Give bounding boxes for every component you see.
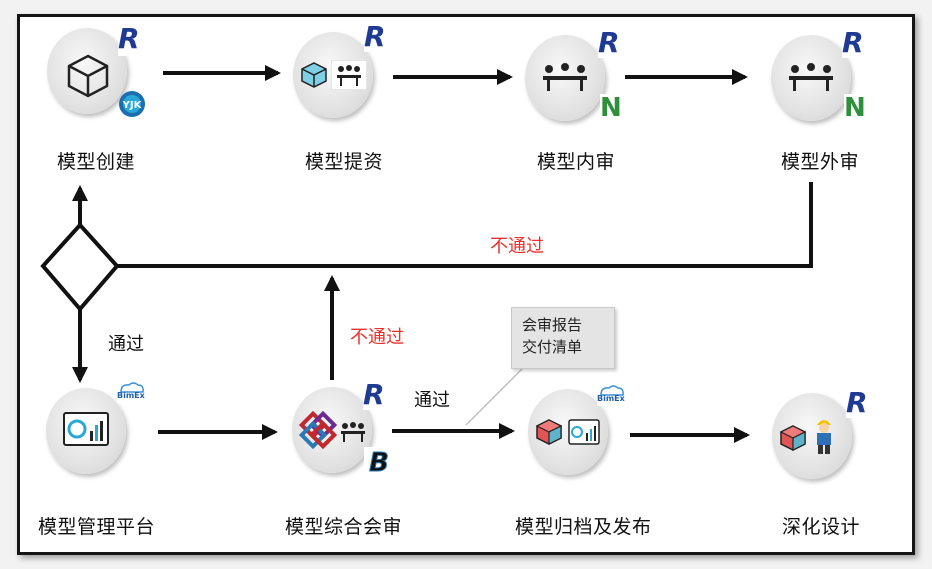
svg-text:YJK: YJK: [122, 100, 143, 111]
dashboard-icon: [63, 412, 109, 446]
edge-label-fail-mid: 不通过: [350, 327, 404, 348]
dashboard-icon: [568, 419, 600, 445]
cube-color-icon: [779, 425, 807, 451]
edge-label-pass-left: 通过: [108, 334, 144, 355]
node-label-archive: 模型归档及发布: [515, 516, 652, 538]
meeting-icon: [331, 60, 367, 90]
edge-label-fail-top: 不通过: [490, 236, 544, 257]
revit-logo-icon: R: [846, 388, 872, 418]
callout-pointer: [465, 368, 523, 426]
callout-box: 会审报告 交付清单: [511, 307, 615, 369]
bimex-logo-icon: BimEx: [117, 381, 145, 403]
meeting-icon: [789, 63, 833, 91]
diagram-frame: [17, 14, 915, 555]
callout-line-2: 交付清单: [522, 338, 583, 356]
node-label-joint: 模型综合会审: [285, 516, 403, 538]
node-label-detail: 深化设计: [782, 516, 861, 538]
cube-outline-icon: [67, 54, 109, 98]
node-label-platform: 模型管理平台: [38, 516, 156, 538]
node-label-external: 模型外审: [781, 151, 860, 173]
worker-icon: [817, 420, 831, 454]
arrow-external-fail-return: [117, 182, 813, 268]
node-label-submit: 模型提资: [305, 151, 384, 173]
callout-line-1: 会审报告: [522, 316, 583, 334]
revit-logo-icon: R: [364, 22, 390, 52]
meeting-icon: [341, 422, 365, 442]
edge-label-pass-mid: 通过: [414, 390, 450, 411]
bimex-logo-icon: BimEx: [597, 384, 625, 406]
cube-color-icon: [301, 62, 327, 88]
yjk-logo-icon: YJK: [119, 91, 145, 117]
decision-diamond: [40, 222, 120, 313]
bentley-logo-icon: B: [364, 447, 394, 475]
revit-logo-icon: R: [598, 28, 624, 58]
node-circle: [47, 28, 127, 114]
node-label-internal: 模型内审: [537, 151, 616, 173]
cube-color-icon: [535, 419, 563, 445]
ifc-logo-icon: [299, 411, 337, 449]
svg-text:B: B: [369, 448, 389, 475]
meeting-icon: [543, 63, 587, 91]
revit-logo-icon: R: [363, 380, 389, 410]
revit-logo-icon: R: [118, 24, 144, 56]
revit-logo-icon: R: [842, 28, 868, 58]
navisworks-logo-icon: N: [844, 94, 868, 122]
navisworks-logo-icon: N: [600, 94, 624, 122]
node-label-create: 模型创建: [57, 151, 136, 173]
